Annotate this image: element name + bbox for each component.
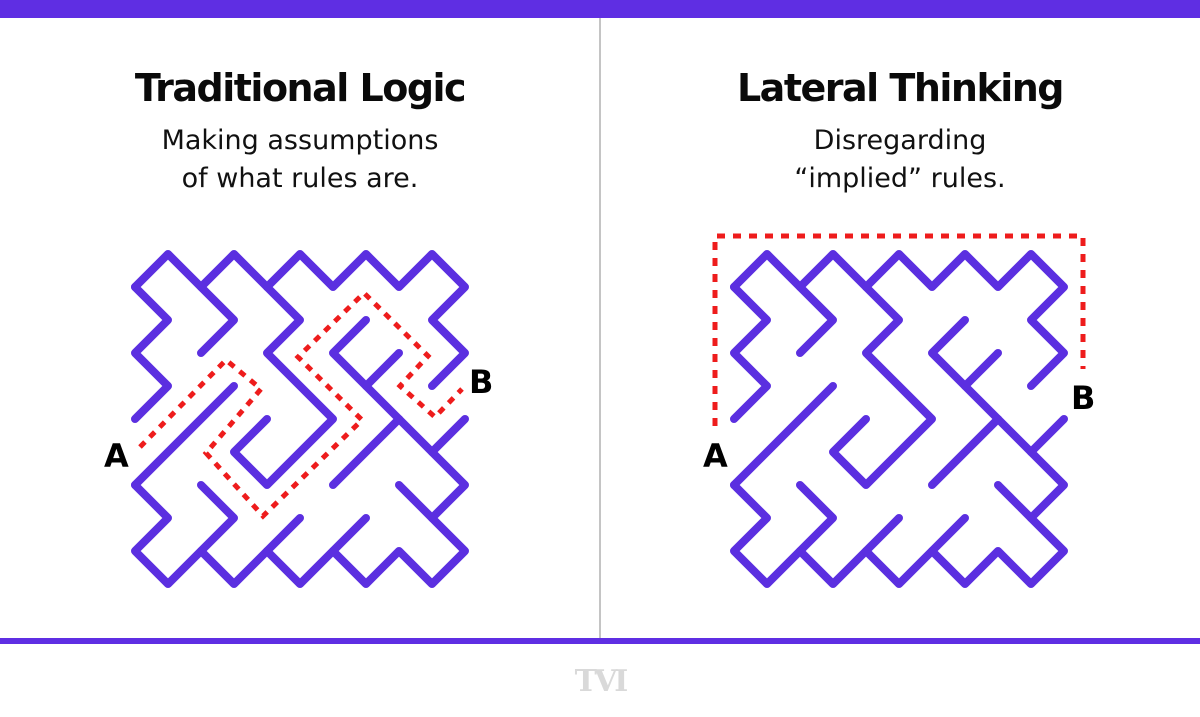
start-label-a: A [703, 437, 728, 475]
maze-walls [135, 254, 465, 584]
subtitle-line: “implied” rules. [794, 163, 1006, 194]
start-label-a: A [104, 437, 129, 475]
panel-subtitle: Disregarding “implied” rules. [600, 122, 1200, 198]
lateral-thinking-panel: Lateral Thinking Disregarding “implied” … [600, 18, 1200, 638]
subtitle-line: Making assumptions [161, 125, 439, 156]
top-accent-bar [0, 0, 1200, 18]
lateral-maze [712, 233, 1086, 584]
maze-walls [734, 254, 1064, 584]
subtitle-line: Disregarding [813, 125, 987, 156]
bottom-accent-bar [0, 638, 1200, 644]
end-label-b: B [469, 363, 494, 401]
panel-title: Traditional Logic [134, 66, 467, 110]
panel-subtitle: Making assumptions of what rules are. [0, 122, 600, 198]
outside-path [712, 233, 1086, 426]
panel-title: Lateral Thinking [736, 66, 1065, 110]
traditional-maze [135, 254, 465, 584]
end-label-b: B [1071, 379, 1096, 417]
subtitle-line: of what rules are. [181, 163, 419, 194]
panel-divider [599, 18, 601, 638]
traditional-logic-panel: Traditional Logic Making assumptions of … [0, 18, 600, 638]
tvi-logo: TVI [574, 664, 629, 699]
winding-path [138, 289, 464, 520]
